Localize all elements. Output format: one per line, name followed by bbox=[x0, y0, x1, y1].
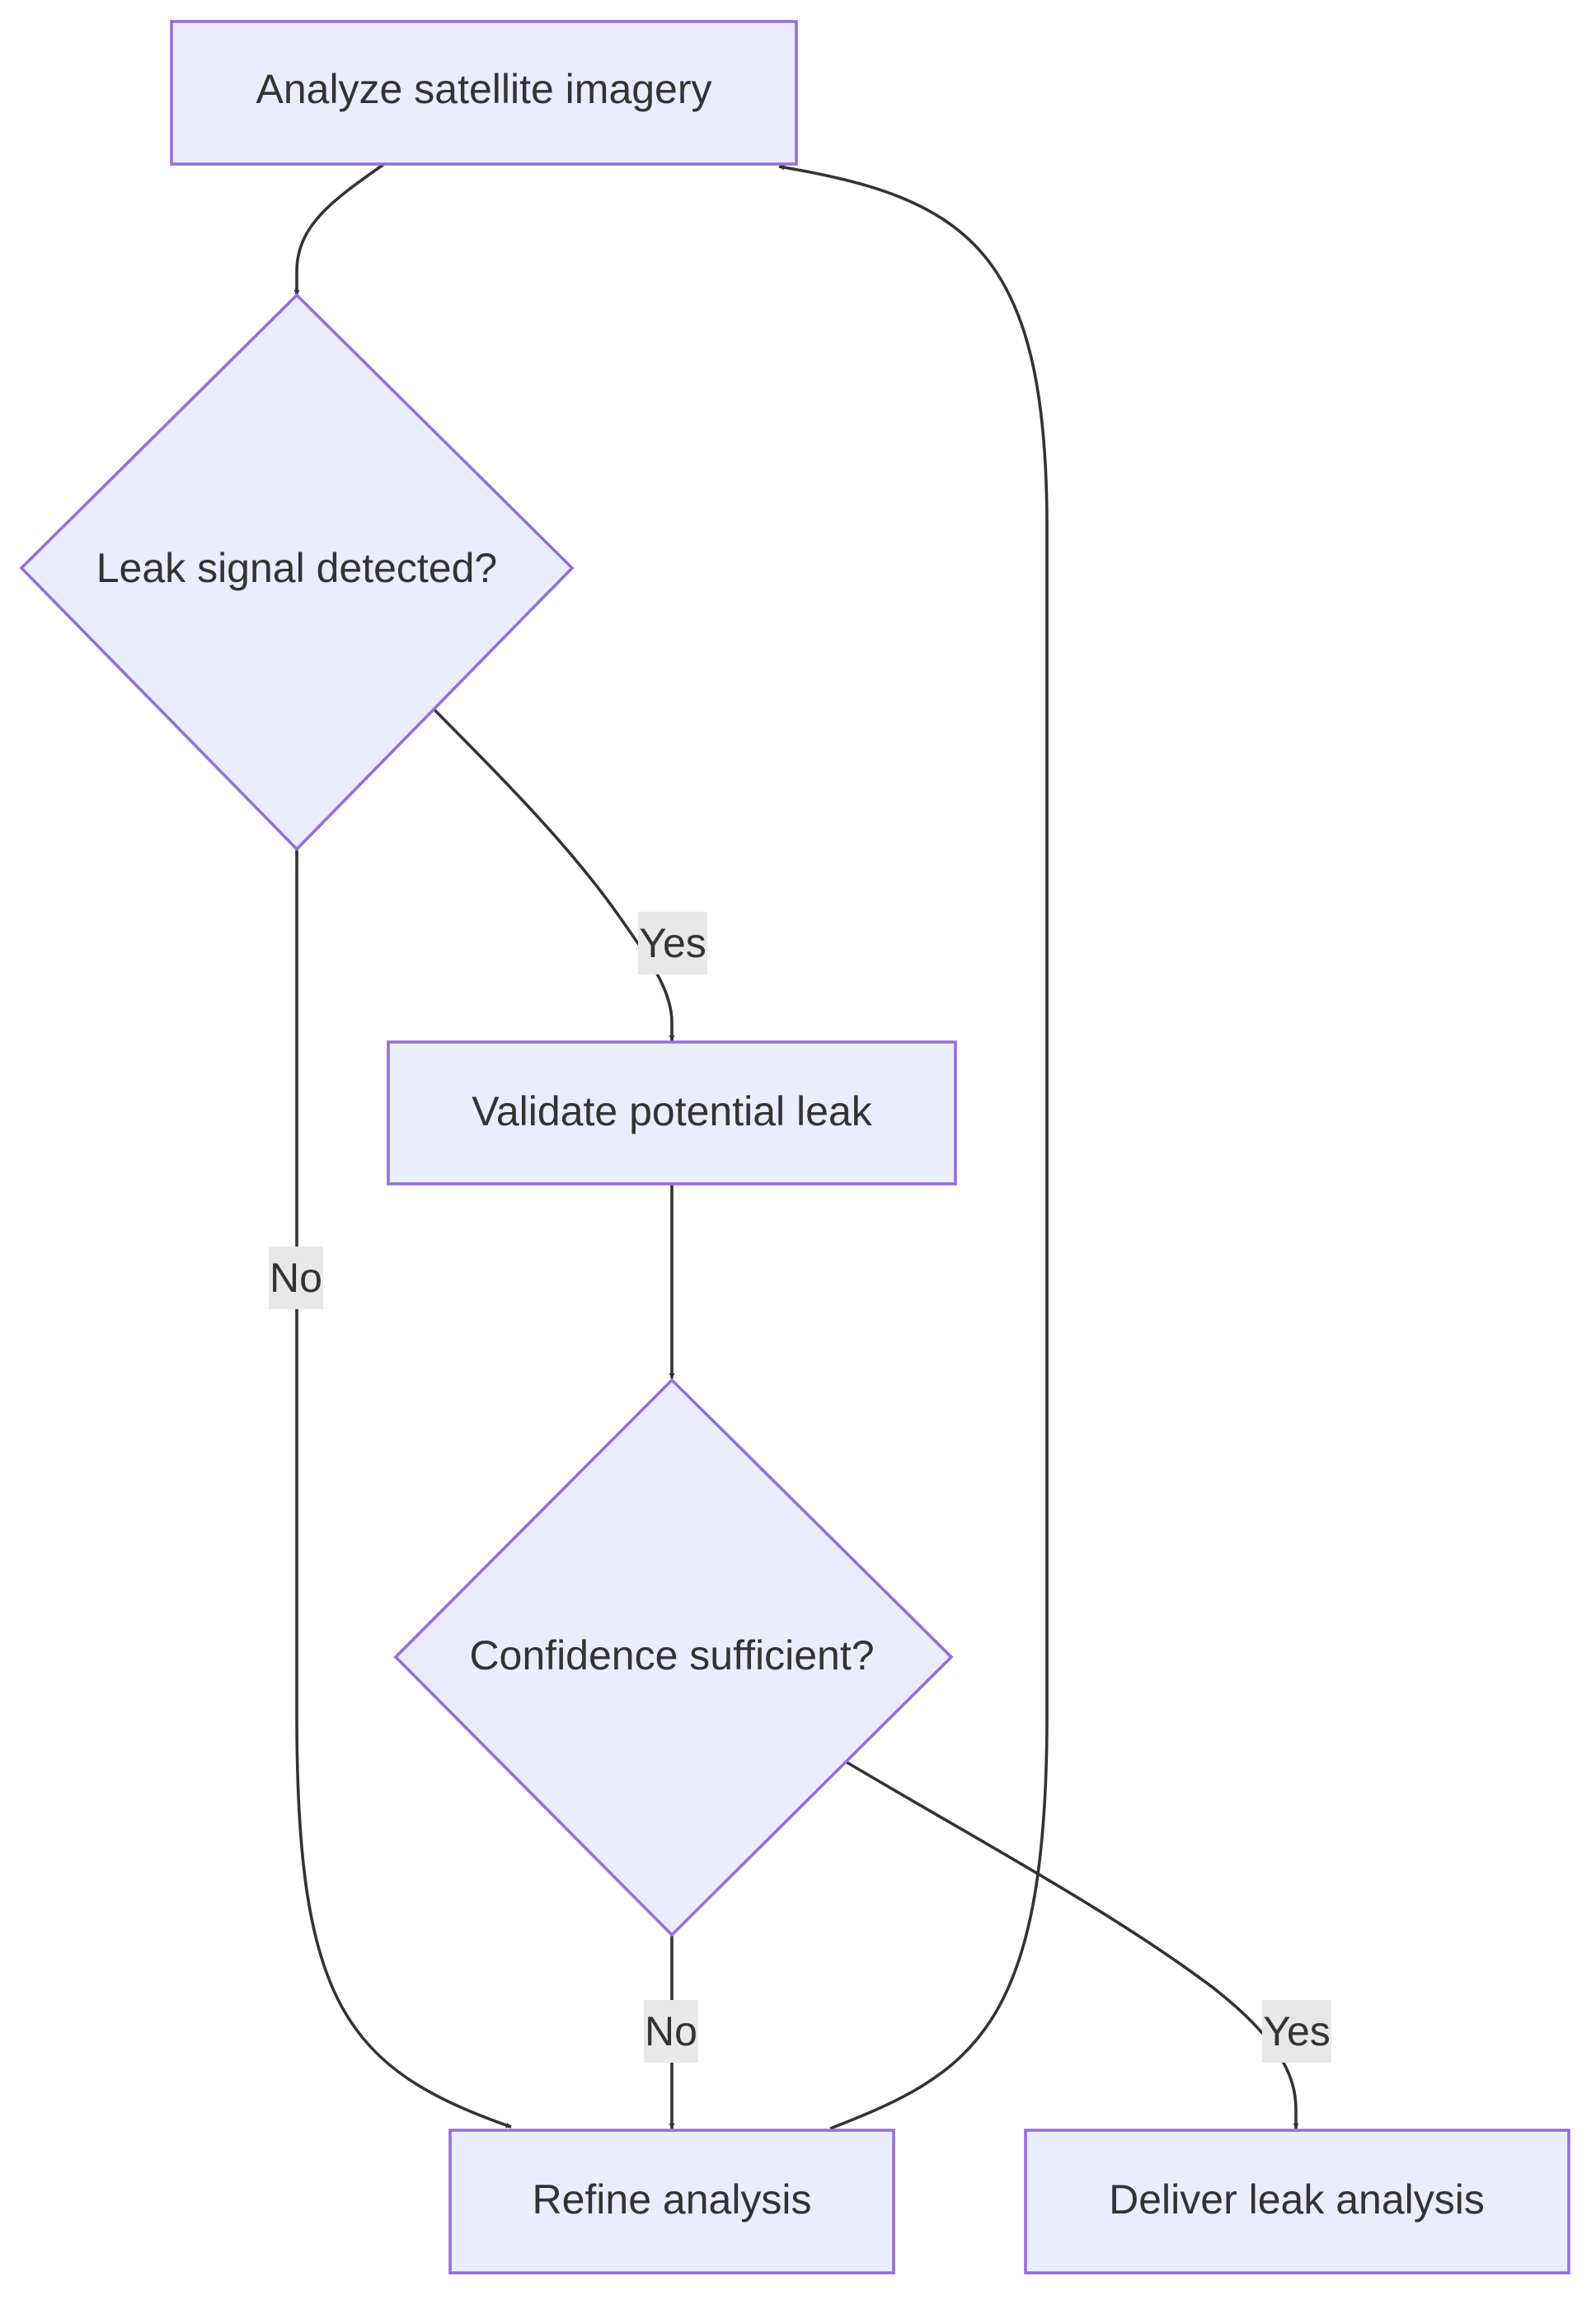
node-label: Deliver leak analysis bbox=[1109, 2176, 1485, 2223]
node-label: Leak signal detected? bbox=[96, 545, 497, 591]
node-validate[interactable]: Validate potential leak bbox=[387, 1040, 957, 1185]
edge-label-text: Yes bbox=[639, 920, 706, 966]
edge-label-text: Yes bbox=[1263, 2008, 1331, 2054]
edge-label-text: No bbox=[270, 1255, 322, 1301]
edge-label-leak-no: No bbox=[269, 1246, 323, 1309]
edge-confidence-yes bbox=[845, 1760, 1299, 2129]
nodes: Analyze satellite imagery Leak signal de… bbox=[19, 20, 1570, 2274]
edge-label-confidence-no: No bbox=[644, 2000, 698, 2063]
node-label: Refine analysis bbox=[532, 2176, 811, 2223]
edge-analyze-to-leak-check bbox=[293, 162, 386, 296]
node-label: Confidence sufficient? bbox=[469, 1632, 874, 1678]
node-label: Analyze satellite imagery bbox=[256, 66, 711, 112]
node-leak-check[interactable]: Leak signal detected? bbox=[19, 293, 575, 852]
edge-label-text: No bbox=[645, 2008, 697, 2054]
edge-refine-to-analyze bbox=[778, 164, 1049, 2130]
edge-label-leak-yes: Yes bbox=[638, 912, 707, 974]
node-refine[interactable]: Refine analysis bbox=[448, 2129, 895, 2274]
edge-leak-yes bbox=[433, 708, 675, 1041]
node-confidence-check[interactable]: Confidence sufficient? bbox=[393, 1378, 954, 1937]
edge-labels: Yes No No Yes bbox=[269, 912, 1331, 2063]
edge-label-confidence-yes: Yes bbox=[1262, 2000, 1331, 2063]
node-analyze[interactable]: Analyze satellite imagery bbox=[170, 20, 798, 166]
edge-leak-no bbox=[295, 849, 512, 2129]
node-deliver[interactable]: Deliver leak analysis bbox=[1024, 2129, 1570, 2274]
node-label: Validate potential leak bbox=[472, 1088, 873, 1134]
